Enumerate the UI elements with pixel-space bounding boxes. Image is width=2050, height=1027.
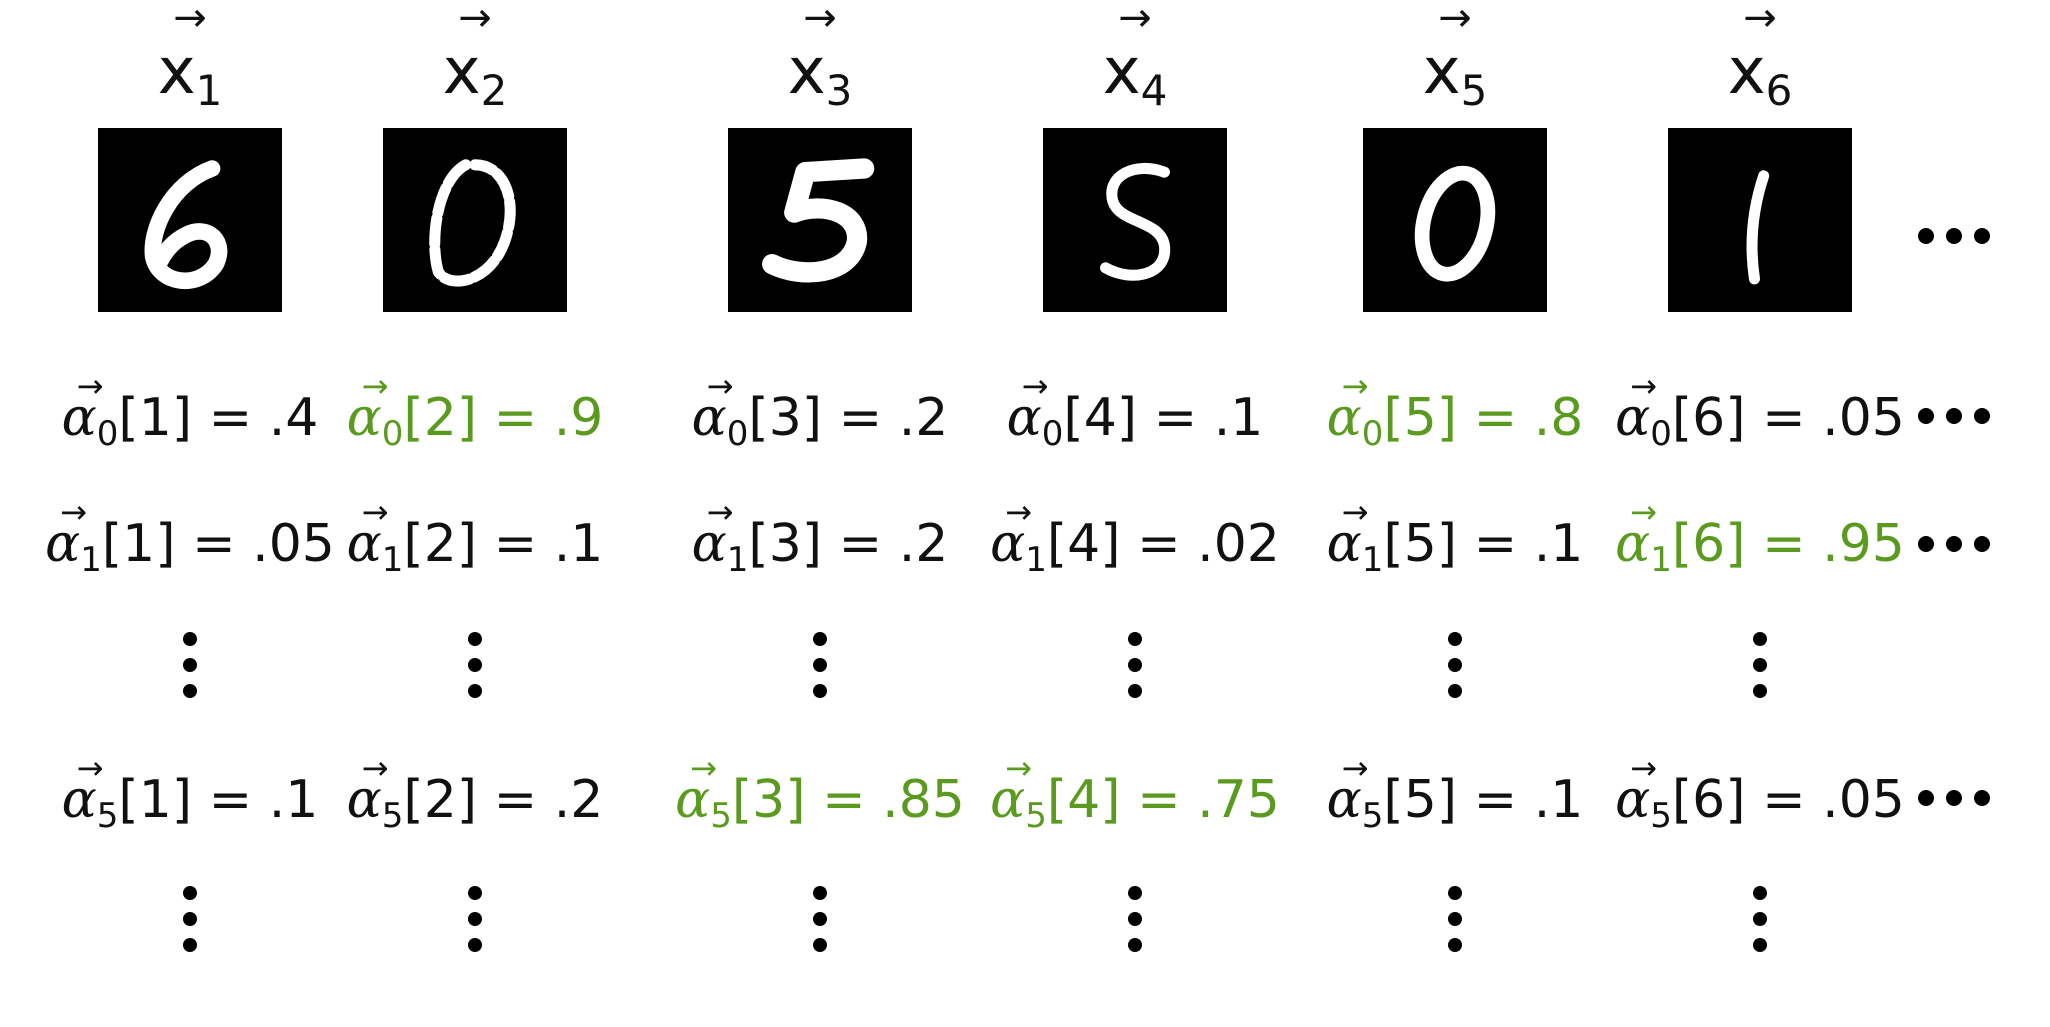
alpha0-3: →α0[3] = .2	[691, 367, 949, 454]
alpha1-2: →α1[2] = .1	[346, 493, 604, 580]
column-5: →x5 →α0[5] = .8 →α1[5] = .1 →α5[5] = .1	[1305, 0, 1605, 1027]
alpha1-5: →α1[5] = .1	[1326, 493, 1584, 580]
alpha5-4: →α5[4] = .75	[990, 749, 1280, 836]
digit-image-6	[98, 128, 282, 312]
alpha1-1: →α1[1] = .05	[45, 493, 335, 580]
vertical-ellipsis	[468, 886, 482, 964]
vertical-ellipsis	[1753, 632, 1767, 710]
digit-image-5	[728, 128, 912, 312]
alpha5-5: →α5[5] = .1	[1326, 749, 1584, 836]
horizontal-ellipsis	[1918, 536, 2002, 552]
digit-image-0	[1363, 128, 1547, 312]
alpha1-4: →α1[4] = .02	[990, 493, 1280, 580]
digit-image-5	[1043, 128, 1227, 312]
vertical-ellipsis	[183, 886, 197, 964]
x1-label: →x1	[157, 0, 223, 115]
x3-label: →x3	[787, 0, 853, 115]
vertical-ellipsis	[183, 632, 197, 710]
horizontal-ellipsis	[1918, 228, 2002, 244]
vertical-ellipsis	[1128, 632, 1142, 710]
vertical-ellipsis	[468, 632, 482, 710]
vertical-ellipsis	[1448, 632, 1462, 710]
alpha0-2: →α0[2] = .9	[346, 367, 604, 454]
alpha0-1: →α0[1] = .4	[61, 367, 319, 454]
column-3: →x3 →α0[3] = .2 →α1[3] = .2 →α5[3] = .85	[670, 0, 970, 1027]
horizontal-ellipsis	[1918, 408, 2002, 424]
column-4: →x4 →α0[4] = .1 →α1[4] = .02 →α5[4] = .7…	[985, 0, 1285, 1027]
alpha5-3: →α5[3] = .85	[675, 749, 965, 836]
alpha0-4: →α0[4] = .1	[1006, 367, 1264, 454]
vertical-ellipsis	[813, 886, 827, 964]
alpha5-6: →α5[6] = .05	[1615, 749, 1905, 836]
x5-label: →x5	[1422, 0, 1488, 115]
column-1: →x1 →α0[1] = .4 →α1[1] = .05 →α5[1] = .1	[40, 0, 340, 1027]
vertical-ellipsis	[813, 632, 827, 710]
vertical-ellipsis	[1448, 886, 1462, 964]
digit-image-1	[1668, 128, 1852, 312]
vertical-ellipsis	[1128, 886, 1142, 964]
alpha0-6: →α0[6] = .05	[1615, 367, 1905, 454]
alpha0-5: →α0[5] = .8	[1326, 367, 1584, 454]
x2-label: →x2	[442, 0, 508, 115]
column-2: →x2 →α0[2] = .9 →α1[2] = .1 →α5[2] = .2	[325, 0, 625, 1027]
x4-label: →x4	[1102, 0, 1168, 115]
alpha5-2: →α5[2] = .2	[346, 749, 604, 836]
digit-image-0	[383, 128, 567, 312]
alpha5-1: →α5[1] = .1	[61, 749, 319, 836]
column-6: →x6 →α0[6] = .05 →α1[6] = .95 →α5[6] = .…	[1610, 0, 1910, 1027]
vertical-ellipsis	[1753, 886, 1767, 964]
alpha1-3: →α1[3] = .2	[691, 493, 949, 580]
alpha1-6: →α1[6] = .95	[1615, 493, 1905, 580]
horizontal-ellipsis	[1918, 790, 2002, 806]
x6-label: →x6	[1727, 0, 1793, 115]
